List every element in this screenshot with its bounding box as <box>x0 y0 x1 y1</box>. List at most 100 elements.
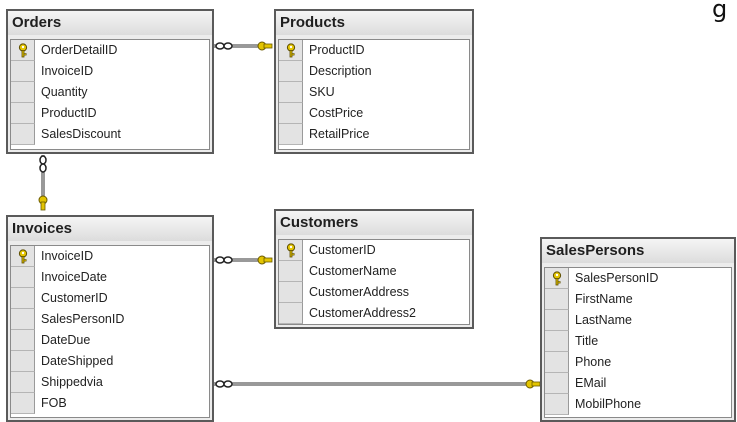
column-row[interactable]: ProductID <box>279 40 469 61</box>
column-name: Description <box>309 64 372 78</box>
column-name: CustomerAddress <box>309 285 410 299</box>
table-title: Customers <box>276 211 472 235</box>
primary-key-icon <box>286 43 296 58</box>
row-selector[interactable] <box>11 309 35 330</box>
row-selector[interactable] <box>545 331 569 352</box>
column-row[interactable]: SalesDiscount <box>11 124 209 145</box>
row-selector[interactable] <box>545 310 569 331</box>
column-row[interactable]: DateDue <box>11 330 209 351</box>
column-name: InvoiceID <box>41 249 94 263</box>
column-row[interactable]: LastName <box>545 310 731 331</box>
column-row[interactable]: DateShipped <box>11 351 209 372</box>
row-selector[interactable] <box>11 267 35 288</box>
column-row[interactable]: EMail <box>545 373 731 394</box>
row-selector[interactable] <box>545 268 569 289</box>
column-row[interactable]: CostPrice <box>279 103 469 124</box>
column-name: FirstName <box>575 292 633 306</box>
primary-key-icon <box>18 43 28 58</box>
row-selector[interactable] <box>11 372 35 393</box>
row-selector[interactable] <box>11 124 35 145</box>
column-row[interactable]: CustomerName <box>279 261 469 282</box>
column-name: ProductID <box>309 43 365 57</box>
column-row[interactable]: Shippedvia <box>11 372 209 393</box>
row-selector[interactable] <box>545 352 569 373</box>
row-selector[interactable] <box>11 393 35 414</box>
column-row[interactable]: FirstName <box>545 289 731 310</box>
column-row[interactable]: CustomerID <box>11 288 209 309</box>
column-row[interactable]: RetailPrice <box>279 124 469 145</box>
column-name: SKU <box>309 85 335 99</box>
column-name: InvoiceDate <box>41 270 108 284</box>
column-name: CustomerID <box>309 243 376 257</box>
row-selector[interactable] <box>545 373 569 394</box>
relationship-invoices-salespersons[interactable] <box>214 379 541 389</box>
row-selector[interactable] <box>279 103 303 124</box>
relationship-orders-invoices[interactable] <box>38 155 48 211</box>
row-selector[interactable] <box>11 330 35 351</box>
column-row[interactable]: FOB <box>11 393 209 414</box>
infinity-endpoint-icon <box>215 380 225 388</box>
column-row[interactable]: Quantity <box>11 82 209 103</box>
row-selector[interactable] <box>279 240 303 261</box>
table-title: Products <box>276 11 472 35</box>
column-name: DateShipped <box>41 354 114 368</box>
column-row[interactable]: SalesPersonID <box>545 268 731 289</box>
row-selector[interactable] <box>11 103 35 124</box>
column-row[interactable]: Phone <box>545 352 731 373</box>
column-row[interactable]: SalesPersonID <box>11 309 209 330</box>
column-row[interactable]: Title <box>545 331 731 352</box>
row-selector[interactable] <box>279 124 303 145</box>
row-selector[interactable] <box>279 40 303 61</box>
infinity-endpoint-icon <box>215 256 225 264</box>
row-selector[interactable] <box>11 40 35 61</box>
column-name: SalesPersonID <box>575 271 659 285</box>
primary-key-icon <box>286 243 296 258</box>
column-name: CustomerAddress2 <box>309 306 416 320</box>
column-row[interactable]: MobilPhone <box>545 394 731 415</box>
column-row[interactable]: OrderDetailID <box>11 40 209 61</box>
row-selector[interactable] <box>11 82 35 103</box>
row-selector[interactable] <box>11 288 35 309</box>
column-name: InvoiceID <box>41 64 94 78</box>
row-selector[interactable] <box>279 61 303 82</box>
column-row[interactable]: CustomerID <box>279 240 469 261</box>
column-row[interactable]: ProductID <box>11 103 209 124</box>
table-title: Orders <box>8 11 212 35</box>
row-selector[interactable] <box>11 246 35 267</box>
column-name: CostPrice <box>309 106 364 120</box>
column-row[interactable]: Description <box>279 61 469 82</box>
relationship-orders-products[interactable] <box>214 41 273 51</box>
column-row[interactable]: CustomerAddress2 <box>279 303 469 324</box>
column-name: CustomerID <box>41 291 108 305</box>
column-name: RetailPrice <box>309 127 370 141</box>
row-selector[interactable] <box>279 303 303 324</box>
primary-key-icon <box>552 271 562 286</box>
infinity-endpoint-icon <box>39 155 47 165</box>
row-selector[interactable] <box>11 351 35 372</box>
column-row[interactable]: SKU <box>279 82 469 103</box>
row-selector[interactable] <box>279 261 303 282</box>
row-selector[interactable] <box>545 289 569 310</box>
relationship-invoices-customers[interactable] <box>214 255 273 265</box>
row-selector[interactable] <box>279 82 303 103</box>
primary-key-icon <box>18 249 28 264</box>
row-selector[interactable] <box>11 61 35 82</box>
row-selector[interactable] <box>545 394 569 415</box>
column-row[interactable]: InvoiceID <box>11 61 209 82</box>
column-row[interactable]: InvoiceID <box>11 246 209 267</box>
column-name: CustomerName <box>309 264 397 278</box>
stray-text: g <box>712 0 728 23</box>
column-row[interactable]: InvoiceDate <box>11 267 209 288</box>
row-selector[interactable] <box>279 282 303 303</box>
column-row[interactable]: CustomerAddress <box>279 282 469 303</box>
